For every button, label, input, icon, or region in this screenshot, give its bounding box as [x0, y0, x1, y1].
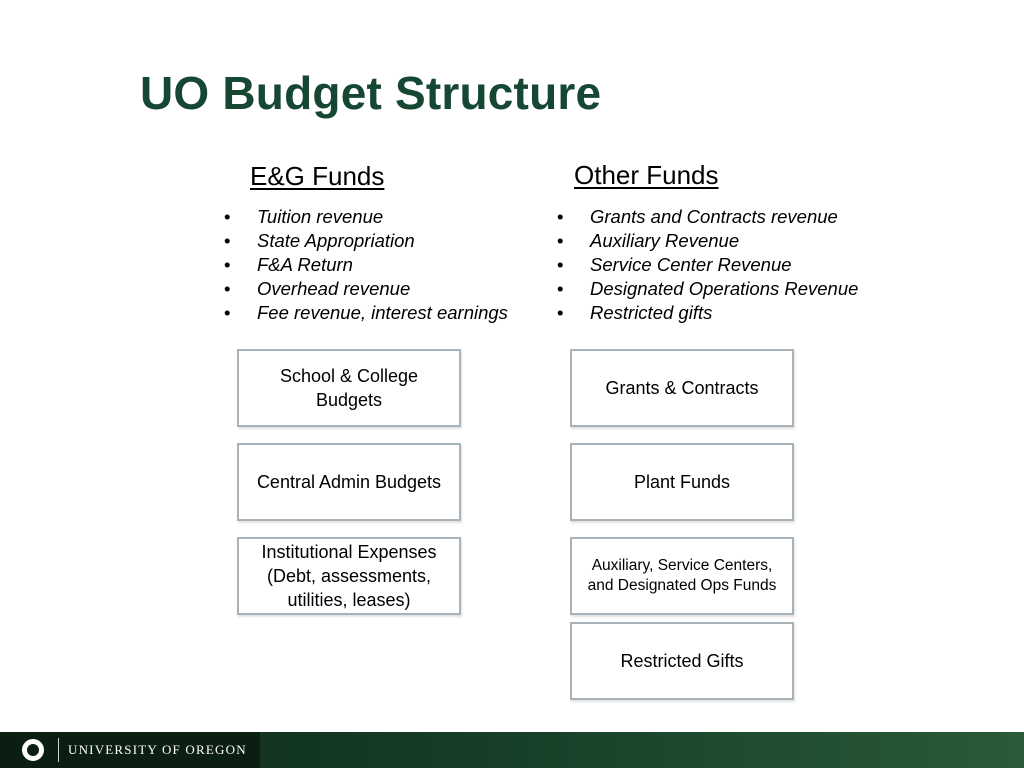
- bullet-text: F&A Return: [257, 254, 353, 275]
- other-funds-heading: Other Funds: [574, 160, 719, 190]
- bullet-text: Service Center Revenue: [590, 254, 792, 275]
- eg-funds-bullet-list: • Tuition revenue • State Appropriation • F…: [224, 205, 508, 325]
- list-item: • Auxiliary Revenue: [557, 229, 858, 253]
- bullet-icon: •: [224, 254, 231, 275]
- bullet-icon: •: [224, 302, 231, 323]
- bullet-icon: •: [557, 206, 564, 227]
- university-logo: UNIVERSITY OF OREGON: [0, 732, 260, 768]
- bullet-icon: •: [224, 278, 231, 299]
- institutional-expenses-box: Institutional Expenses (Debt, assessment…: [237, 537, 461, 615]
- school-college-budgets-box: School & College Budgets: [237, 349, 461, 427]
- box-label: Restricted Gifts: [620, 651, 744, 671]
- bullet-text: Fee revenue, interest earnings: [257, 302, 508, 323]
- list-item: • Overhead revenue: [224, 277, 508, 301]
- restricted-gifts-box: Restricted Gifts: [570, 622, 794, 700]
- bullet-text: Tuition revenue: [257, 206, 384, 227]
- list-item: • Service Center Revenue: [557, 253, 858, 277]
- plant-funds-box: Plant Funds: [570, 443, 794, 521]
- auxiliary-service-centers-box: Auxiliary, Service Centers, and Designat…: [570, 537, 794, 615]
- bullet-text: State Appropriation: [257, 230, 415, 251]
- list-item: • F&A Return: [224, 253, 508, 277]
- bullet-icon: •: [557, 302, 564, 323]
- page-title: UO Budget Structure: [140, 67, 602, 119]
- central-admin-budgets-box: Central Admin Budgets: [237, 443, 461, 521]
- list-item: • Designated Operations Revenue: [557, 277, 858, 301]
- logo-divider: [58, 738, 59, 762]
- bullet-text: Auxiliary Revenue: [590, 230, 740, 251]
- other-funds-bullet-list: • Grants and Contracts revenue • Auxiliary…: [557, 205, 858, 325]
- list-item: • State Appropriation: [224, 229, 508, 253]
- box-label: Auxiliary, Service Centers, and Designat…: [587, 556, 777, 595]
- bullet-icon: •: [557, 278, 564, 299]
- bullet-icon: •: [557, 254, 564, 275]
- bullet-text: Designated Operations Revenue: [590, 278, 859, 299]
- bullet-icon: •: [224, 206, 231, 227]
- list-item: • Tuition revenue: [224, 205, 508, 229]
- bullet-text: Overhead revenue: [257, 278, 411, 299]
- box-label: School & College Budgets: [279, 366, 419, 410]
- box-label: Central Admin Budgets: [256, 472, 442, 492]
- bullet-icon: •: [557, 230, 564, 251]
- box-label: Plant Funds: [633, 472, 731, 492]
- list-item: • Fee revenue, interest earnings: [224, 301, 508, 325]
- bullet-icon: •: [224, 230, 231, 251]
- grants-contracts-box: Grants & Contracts: [570, 349, 794, 427]
- bullet-text: Grants and Contracts revenue: [590, 206, 838, 227]
- bullet-text: Restricted gifts: [590, 302, 713, 323]
- box-label: Grants & Contracts: [605, 378, 759, 398]
- university-o-mark-icon: [22, 739, 44, 761]
- footer-bar: UNIVERSITY OF OREGON: [0, 732, 1024, 768]
- list-item: • Grants and Contracts revenue: [557, 205, 858, 229]
- box-label: Institutional Expenses (Debt, assessment…: [261, 542, 437, 610]
- university-name: UNIVERSITY OF OREGON: [68, 742, 247, 757]
- list-item: • Restricted gifts: [557, 301, 858, 325]
- eg-funds-heading: E&G Funds: [250, 161, 385, 191]
